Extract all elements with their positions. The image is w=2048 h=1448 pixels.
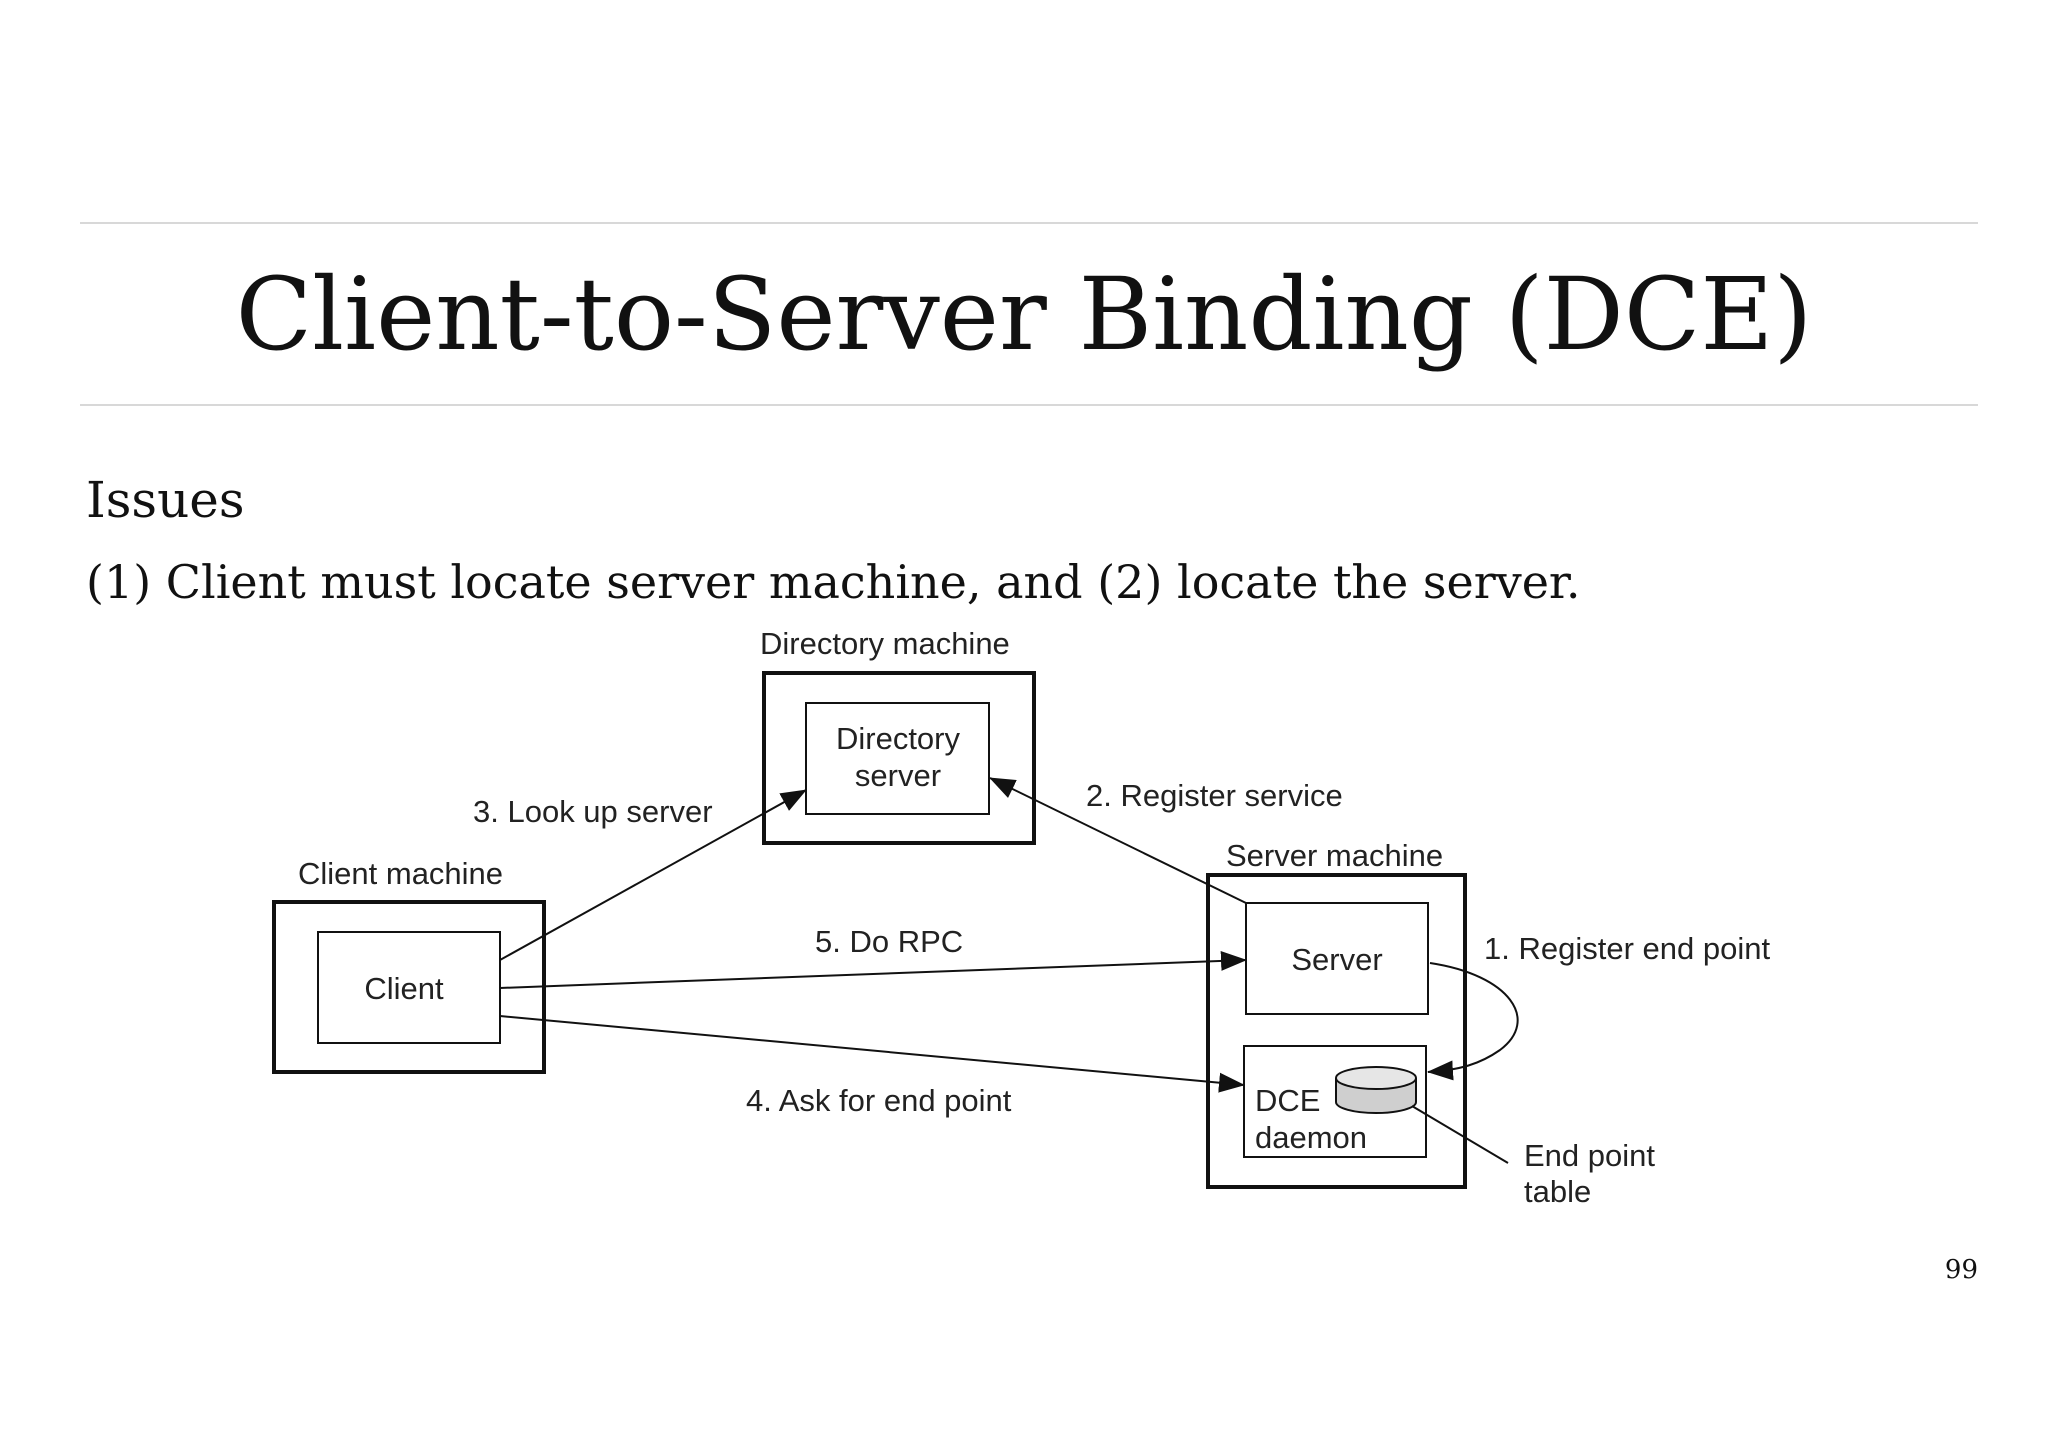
server-label: Server [1291,942,1382,977]
step-4-label: 4. Ask for end point [746,1083,1012,1118]
step-3-label: 3. Look up server [473,794,713,829]
server-machine-label: Server machine [1226,838,1443,873]
server-machine-box [1206,873,1467,1189]
directory-machine-label: Directory machine [760,626,1010,661]
dce-daemon-label-line2: daemon [1255,1120,1367,1155]
directory-server-label-line1: Directory [836,721,961,756]
directory-server-label-line2: server [855,758,941,793]
arrow-ask-for-end-point [499,1015,1245,1093]
arrow-look-up-server [499,789,807,961]
end-point-table-label-line2: table [1524,1174,1591,1209]
bottom-divider [80,404,1978,406]
arrow-register-service [989,777,1247,904]
arrow-register-end-point [1427,962,1519,1081]
issue-text: (1) Client must locate server machine, a… [86,555,1581,609]
client-machine-label: Client machine [298,856,503,891]
arrow-do-rpc [499,950,1247,989]
page-title: Client-to-Server Binding (DCE) [235,256,1813,373]
directory-server-box [805,702,990,815]
client-label: Client [364,971,444,1006]
end-point-table-pointer [1411,1105,1509,1164]
directory-machine-box [762,671,1036,845]
section-heading: Issues [86,471,245,529]
top-divider [80,222,1978,224]
dce-daemon-box [1243,1045,1427,1158]
step-5-label: 5. Do RPC [815,924,963,959]
step-1-label: 1. Register end point [1484,931,1770,966]
step-2-label: 2. Register service [1086,778,1343,813]
dce-daemon-label-line1: DCE [1255,1083,1320,1118]
slide-number: 99 [1944,1255,1978,1285]
end-point-table-label-line1: End point [1524,1138,1655,1173]
end-point-table-cylinder-icon [1335,1066,1417,1114]
